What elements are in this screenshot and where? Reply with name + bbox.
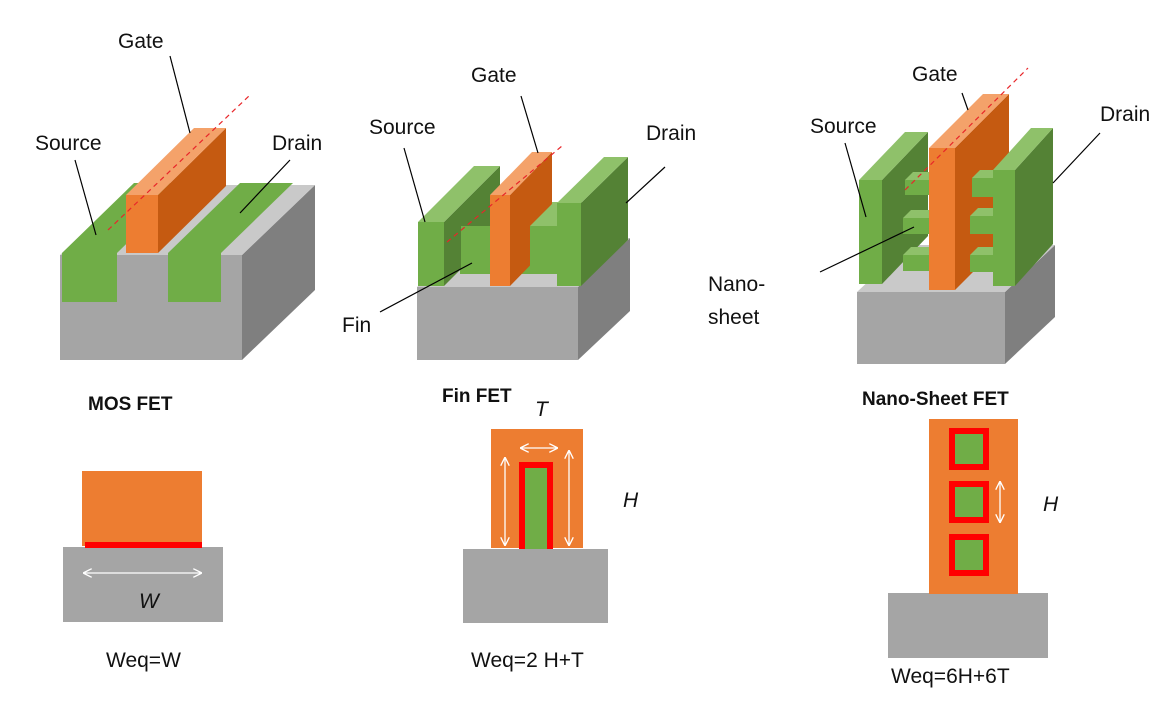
nanosheet-cross-section bbox=[888, 419, 1048, 658]
nanosheet-drain-label: Drain bbox=[1100, 103, 1150, 126]
nanosheet-sheet-1 bbox=[955, 434, 983, 464]
nanosheet-title: Nano-Sheet FET bbox=[862, 389, 1009, 410]
nanosheet-formula: Weq=6H+6T bbox=[891, 665, 1010, 688]
finfet-leaders bbox=[379, 95, 666, 313]
finfet-fin-label: Fin bbox=[342, 314, 371, 337]
finfet-title: Fin FET bbox=[442, 386, 512, 407]
mosfet-gate-label: Gate bbox=[118, 30, 164, 53]
nanosheet-sheet-3 bbox=[955, 540, 983, 570]
mosfet-title: MOS FET bbox=[88, 394, 173, 415]
mosfet-cross-section bbox=[63, 471, 223, 622]
mosfet-channel bbox=[85, 542, 202, 548]
finfet-gate-label: Gate bbox=[471, 64, 517, 87]
nanosheet-sheet-2 bbox=[955, 487, 983, 517]
finfet-formula: Weq=2 H+T bbox=[471, 649, 584, 672]
mosfet-drain-label: Drain bbox=[272, 132, 322, 155]
nanosheet-source-label: Source bbox=[810, 115, 877, 138]
nanosheet-gate-label: Gate bbox=[912, 63, 958, 86]
nanosheet-3d-model bbox=[857, 67, 1055, 364]
finfet-height-symbol: H bbox=[623, 489, 639, 512]
nanosheet-stack-left bbox=[903, 172, 938, 271]
mosfet-3d-model bbox=[60, 94, 315, 360]
mosfet-leaders bbox=[74, 55, 291, 236]
finfet-source-label: Source bbox=[369, 116, 436, 139]
finfet-cross-section bbox=[463, 429, 608, 623]
mosfet-source-label: Source bbox=[35, 132, 102, 155]
finfet-thickness-symbol: T bbox=[535, 398, 550, 421]
finfet-fin bbox=[525, 468, 547, 549]
nanosheet-leaders bbox=[819, 92, 1101, 273]
mosfet-formula: Weq=W bbox=[106, 649, 181, 672]
nanosheet-label-line1: Nano- bbox=[708, 273, 765, 296]
finfet-drain-label: Drain bbox=[646, 122, 696, 145]
finfet-3d-model bbox=[417, 145, 630, 360]
nanosheet-label-line2: sheet bbox=[708, 306, 760, 329]
nanosheet-height-symbol: H bbox=[1043, 493, 1059, 516]
mosfet-width-symbol: W bbox=[139, 590, 161, 613]
